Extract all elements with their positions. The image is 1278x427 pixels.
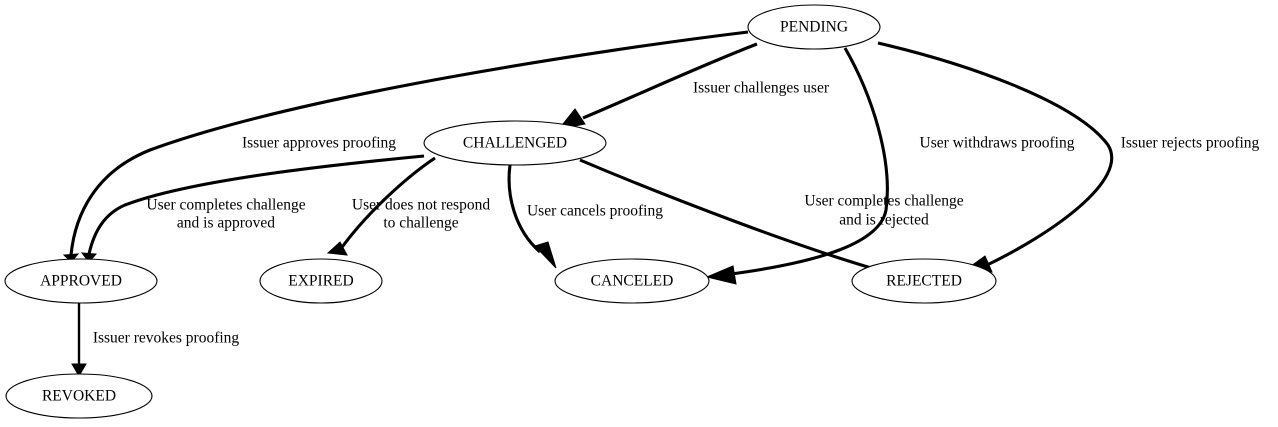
edge-pending-rejected-hit[interactable] (878, 43, 1112, 266)
edge-challenged-rejected-hit[interactable] (580, 160, 885, 272)
edge-challenged-expired-arrowhead (326, 241, 348, 256)
edge-challenged-approved-arrowhead (80, 252, 98, 263)
node-approved-ellipse[interactable] (4, 258, 158, 304)
edge-challenged-expired[interactable]: User does not respond to challenge (326, 156, 490, 256)
edge-label-pending-challenged: Issuer challenges user (693, 80, 830, 97)
node-challenged[interactable]: CHALLENGED (423, 120, 607, 166)
node-pending[interactable]: PENDING (747, 4, 881, 50)
edge-challenged-canceled-path (507, 164, 542, 254)
node-approved[interactable]: APPROVED (4, 258, 158, 304)
edge-challenged-canceled-arrowhead (534, 241, 557, 269)
edge-label-pending-approved: Issuer approves proofing (242, 135, 396, 152)
edge-pending-approved-arrowhead (62, 253, 80, 263)
nodes-layer: PENDING CHALLENGED APPROVED EXPIRED CANC… (4, 4, 997, 419)
edge-approved-revoked-arrowhead (71, 363, 87, 377)
node-pending-ellipse[interactable] (747, 4, 881, 50)
edge-pending-canceled-path (730, 47, 889, 276)
edge-challenged-canceled-hit[interactable] (509, 165, 540, 252)
edge-pending-approved[interactable]: Issuer approves proofing (62, 30, 749, 263)
node-rejected[interactable]: REJECTED (851, 258, 997, 304)
edge-label-approved-revoked: Issuer revokes proofing (93, 330, 240, 347)
edge-challenged-rejected-path (579, 158, 886, 274)
edge-pending-canceled-arrowhead (705, 265, 737, 285)
node-rejected-ellipse[interactable] (851, 258, 997, 304)
edge-pending-rejected-path (877, 41, 1114, 268)
node-challenged-ellipse[interactable] (423, 120, 607, 166)
node-canceled[interactable]: CANCELED (554, 258, 710, 304)
edge-challenged-expired-hit[interactable] (340, 158, 435, 250)
edge-approved-revoked[interactable]: Issuer revokes proofing (71, 303, 240, 377)
node-expired-ellipse[interactable] (259, 258, 383, 304)
edge-challenged-approved-path (87, 154, 425, 255)
edge-label-pending-rejected: Issuer rejects proofing (1121, 135, 1260, 152)
edge-pending-canceled-hit[interactable] (731, 48, 887, 274)
edge-pending-approved-hit[interactable] (71, 32, 748, 255)
edge-pending-approved-path (69, 30, 749, 256)
node-revoked[interactable]: REVOKED (5, 373, 153, 419)
edge-pending-rejected[interactable]: Issuer rejects proofing (877, 41, 1260, 273)
edge-challenged-expired-path (338, 156, 436, 251)
edge-label-challenged-approved-line1: User completes challenge (146, 197, 305, 214)
edge-label-challenged-approved-line2: and is approved (177, 215, 275, 232)
edges-layer: Issuer approves proofing User withdraws … (62, 30, 1260, 377)
node-revoked-ellipse[interactable] (5, 373, 153, 419)
node-expired[interactable]: EXPIRED (259, 258, 383, 304)
edge-label-pending-canceled: User withdraws proofing (920, 135, 1075, 152)
node-canceled-ellipse[interactable] (554, 258, 710, 304)
edge-label-challenged-expired-line2: to challenge (383, 215, 458, 232)
edge-label-challenged-canceled: User cancels proofing (527, 203, 663, 220)
edge-pending-challenged-path (582, 42, 758, 120)
